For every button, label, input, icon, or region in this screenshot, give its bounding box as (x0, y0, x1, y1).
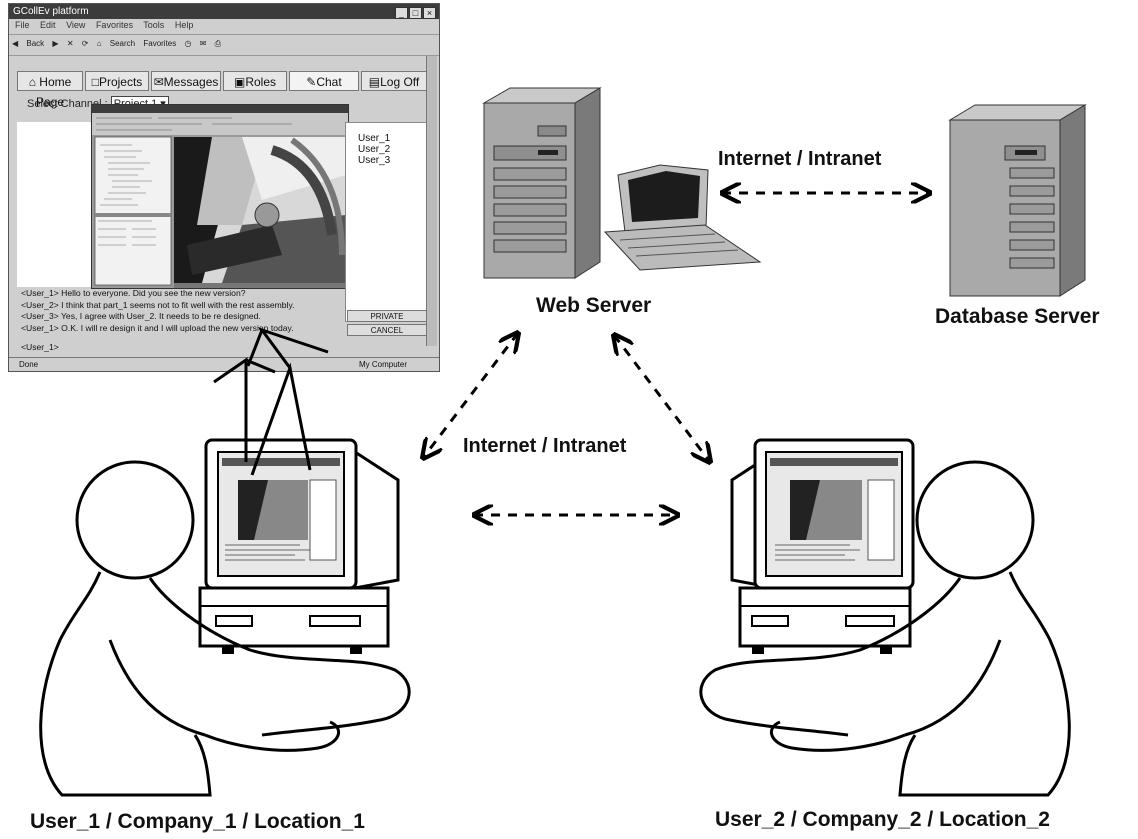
browser-toolbar: ◀ Back ▶ ✕ ⟳ ⌂ Search Favorites ◷ ✉ ⎙ (9, 34, 439, 56)
menu-view[interactable]: View (66, 20, 86, 30)
menu-tools[interactable]: Tools (143, 20, 165, 30)
user1-person-icon (39, 460, 411, 797)
forward-icon[interactable]: ▶ (52, 39, 59, 48)
back-icon[interactable]: ◀ (12, 39, 19, 48)
database-server-label: Database Server (935, 305, 1100, 328)
user2-computer-icon (730, 438, 915, 654)
history-icon[interactable]: ◷ (184, 39, 192, 48)
tab-projects-label: Projects (98, 75, 143, 89)
user-list-item[interactable]: User_3 (358, 155, 391, 166)
user2-person-icon (699, 460, 1071, 797)
close-icon[interactable]: × (423, 7, 436, 19)
chat-input[interactable]: <User_1> (21, 342, 59, 352)
cad-screenshot (91, 104, 349, 289)
menu-file[interactable]: File (15, 20, 30, 30)
web-server-icon (482, 87, 762, 279)
maximize-icon[interactable]: □ (409, 7, 422, 19)
zoom-callout (213, 327, 329, 476)
user1-label: User_1 / Company_1 / Location_1 (30, 810, 365, 833)
chat-message: <User_3> Yes, I agree with User_2. It ne… (21, 311, 261, 321)
database-server-icon (948, 104, 1087, 297)
menu-favorites[interactable]: Favorites (95, 20, 133, 30)
tab-log-off-label: Log Off (380, 75, 420, 89)
window-title: GCollEv platform (13, 6, 89, 17)
stop-icon[interactable]: ✕ (66, 39, 74, 48)
messages-icon: ✉ (153, 75, 164, 89)
back-button[interactable]: Back (26, 39, 45, 48)
cad-screenshot-image (92, 105, 348, 288)
chat-icon: ✎ (306, 75, 317, 89)
log-off-icon: ▤ (368, 75, 381, 89)
tab-projects[interactable]: □Projects (85, 71, 149, 91)
network-label-top: Internet / Intranet (718, 148, 882, 170)
tab-log-off[interactable]: ▤Log Off (361, 71, 427, 91)
platform-browser-window: GCollEv platform _□× File Edit View Favo… (8, 3, 440, 372)
user-list-item[interactable]: User_2 (358, 144, 391, 155)
tab-chat[interactable]: ✎Chat (289, 71, 359, 91)
vertical-scrollbar[interactable] (426, 56, 437, 346)
refresh-icon[interactable]: ⟳ (81, 39, 89, 48)
window-controls[interactable]: _□× (394, 6, 436, 21)
tab-roles-label: Roles (245, 75, 277, 89)
network-label-middle: Internet / Intranet (463, 435, 627, 457)
window-title-bar: GCollEv platform _□× (9, 4, 439, 19)
print-icon[interactable]: ⎙ (214, 39, 222, 48)
tab-messages[interactable]: ✉Messages (151, 71, 221, 91)
home-icon[interactable]: ⌂ (96, 39, 102, 48)
minimize-icon[interactable]: _ (395, 7, 408, 19)
status-zone: My Computer (358, 360, 407, 369)
favorites-button[interactable]: Favorites (143, 39, 177, 48)
home-page-icon: ⌂ (28, 75, 36, 89)
status-bar: Done My Computer (9, 357, 439, 371)
mail-icon[interactable]: ✉ (199, 39, 207, 48)
tab-chat-label: Chat (316, 75, 342, 89)
user-list-item[interactable]: User_1 (358, 133, 391, 144)
menu-bar: File Edit View Favorites Tools Help (9, 20, 439, 34)
projects-icon: □ (91, 75, 99, 89)
search-button[interactable]: Search (109, 39, 136, 48)
menu-edit[interactable]: Edit (40, 20, 56, 30)
web-server-label: Web Server (536, 294, 652, 317)
status-text: Done (19, 360, 39, 369)
chat-log: <User_1> Hello to everyone. Did you see … (21, 288, 346, 354)
tab-home-page-label: Home Page (35, 75, 72, 109)
user2-label: User_2 / Company_2 / Location_2 (715, 808, 1050, 831)
select-channel-label: Select Channel : (27, 98, 108, 110)
menu-help[interactable]: Help (174, 20, 194, 30)
user1-computer-icon (198, 438, 400, 654)
roles-icon: ▣ (233, 75, 246, 89)
tab-messages-label: Messages (163, 75, 219, 89)
arrow-web-to-user2 (614, 335, 710, 462)
chat-message: <User_1> O.K. I will re design it and I … (21, 322, 294, 333)
chat-message: <User_1> Hello to everyone. Did you see … (21, 288, 246, 298)
chat-message: <User_2> I think that part_1 seems not t… (21, 299, 295, 310)
platform-tabs: ⌂ Home Page □Projects ✉Messages ▣Roles ✎… (17, 71, 427, 109)
tab-roles[interactable]: ▣Roles (223, 71, 287, 91)
tab-home-page[interactable]: ⌂ Home Page (17, 71, 83, 109)
